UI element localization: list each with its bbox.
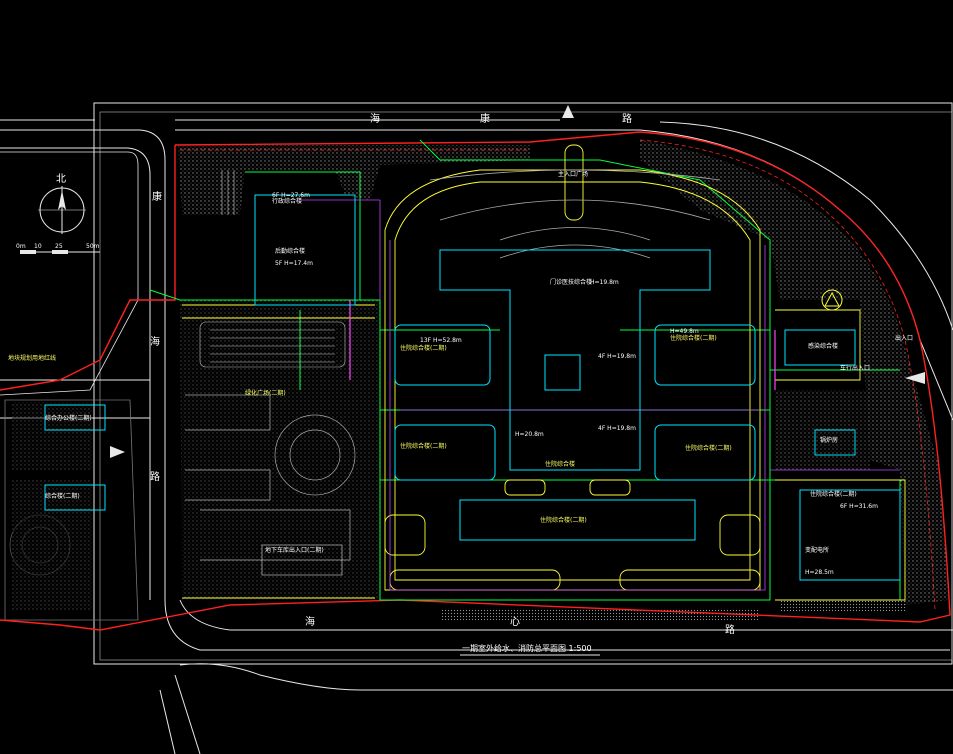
buildings-cyan bbox=[44, 194, 901, 581]
plaza-outline bbox=[185, 394, 356, 576]
magenta-lines bbox=[349, 300, 776, 390]
label-inpatient-a: 住院综合楼(二期) bbox=[400, 344, 447, 352]
road-left-3: 路 bbox=[150, 470, 160, 483]
road-bottom-2: 心 bbox=[510, 616, 520, 628]
label-infection: 感染综合楼 bbox=[808, 342, 838, 350]
label-entry-plaza: 主入口广场 bbox=[558, 170, 588, 178]
scale-label-3: 50m bbox=[86, 243, 100, 250]
label-inpatient-b: 住院综合楼(二期) bbox=[670, 334, 717, 342]
label-right-block: 住院综合楼(二期) bbox=[810, 490, 857, 498]
label-garage-note: 地下车库出入口(二期) bbox=[265, 546, 324, 554]
top-entry-arrow bbox=[562, 105, 574, 118]
landscape-hatch bbox=[12, 140, 950, 620]
left-lot-block-1 bbox=[44, 404, 106, 431]
bottom-block bbox=[459, 499, 696, 541]
label-right-entry-1: 出入口 bbox=[895, 334, 913, 342]
label-plaza-note: 绿化广场(二期) bbox=[245, 389, 286, 397]
road-bottom-1: 海 bbox=[305, 615, 315, 628]
entry-arc bbox=[429, 169, 721, 259]
road-bottom-3: 路 bbox=[725, 623, 735, 636]
boundary-red-dashes bbox=[180, 139, 936, 611]
main-hall-outline bbox=[439, 249, 711, 471]
fire-pipes-purple bbox=[300, 199, 900, 591]
label-height-h4: 13F H=52.8m bbox=[420, 337, 462, 344]
road-top-1: 海 bbox=[370, 112, 380, 125]
east-block-2 bbox=[799, 489, 901, 581]
north-label: 北 bbox=[56, 173, 66, 185]
east-block-3 bbox=[814, 429, 856, 456]
parking-area bbox=[199, 170, 346, 368]
label-height-h7: 4F H=19.8m bbox=[598, 425, 636, 432]
drawing-title: 一期室外给水、消防总平面图 1:500 bbox=[462, 643, 592, 653]
label-inpatient-c: 住院综合楼 bbox=[545, 460, 575, 468]
scale-label-0: 0m bbox=[16, 243, 26, 250]
right-entry-arrow bbox=[905, 372, 925, 384]
center-courtyard bbox=[544, 354, 581, 391]
label-left-block-2: 综合楼(二期) bbox=[45, 492, 80, 500]
label-left-block-1: 综合办公楼(二期) bbox=[45, 414, 92, 422]
road-top-3: 路 bbox=[622, 112, 632, 125]
inpatient-block-d bbox=[654, 424, 756, 481]
road-left-1: 康 bbox=[152, 190, 162, 203]
label-power: 变配电所 bbox=[805, 546, 829, 554]
label-height-h6: 4F H=19.8m bbox=[598, 353, 636, 360]
hazard-marker bbox=[821, 289, 843, 311]
inpatient-block-c bbox=[394, 424, 496, 481]
north-arrow: 北 0m 10 25 50m bbox=[16, 173, 100, 254]
label-height-h8: H=49.8m bbox=[670, 328, 699, 335]
drawing-frame-inner bbox=[99, 111, 953, 661]
label-height-h2: 5F H=17.4m bbox=[275, 260, 313, 267]
label-main-hall: 门诊医技综合楼 bbox=[550, 278, 592, 286]
label-right-entry-2: 车行出入口 bbox=[840, 364, 870, 372]
scale-label-2: 25 bbox=[55, 243, 63, 250]
west-block bbox=[254, 194, 356, 306]
label-height-h3: H=19.8m bbox=[590, 279, 619, 286]
inpatient-block-a bbox=[394, 324, 491, 386]
label-left-note: 地块规划用地红线 bbox=[8, 354, 56, 362]
label-boiler: 锅炉房 bbox=[820, 436, 838, 444]
east-block-1 bbox=[784, 329, 856, 366]
label-inpatient-e: 住院综合楼(二期) bbox=[685, 444, 732, 452]
label-bottom-block: 住院综合楼(二期) bbox=[540, 516, 587, 524]
entrance-arrows bbox=[110, 105, 925, 458]
left-entry-arrow bbox=[110, 446, 125, 458]
label-logistics: 后勤综合楼 bbox=[275, 247, 305, 255]
road-left-2: 海 bbox=[150, 335, 160, 348]
site-boundary-red bbox=[0, 131, 951, 631]
left-lot-block-2 bbox=[44, 484, 106, 511]
label-height-h5: H=20.8m bbox=[515, 431, 544, 438]
scale-label-1: 10 bbox=[34, 243, 42, 250]
label-height-h1: 6F H=27.6m bbox=[272, 192, 310, 199]
label-inpatient-d: 住院综合楼(二期) bbox=[400, 442, 447, 450]
label-height-h10: H=28.5m bbox=[805, 569, 834, 576]
label-height-h9: 6F H=31.6m bbox=[840, 503, 878, 510]
road-top-2: 康 bbox=[480, 112, 490, 125]
inpatient-block-b bbox=[654, 324, 756, 386]
label-admin: 行政综合楼 bbox=[272, 197, 302, 205]
